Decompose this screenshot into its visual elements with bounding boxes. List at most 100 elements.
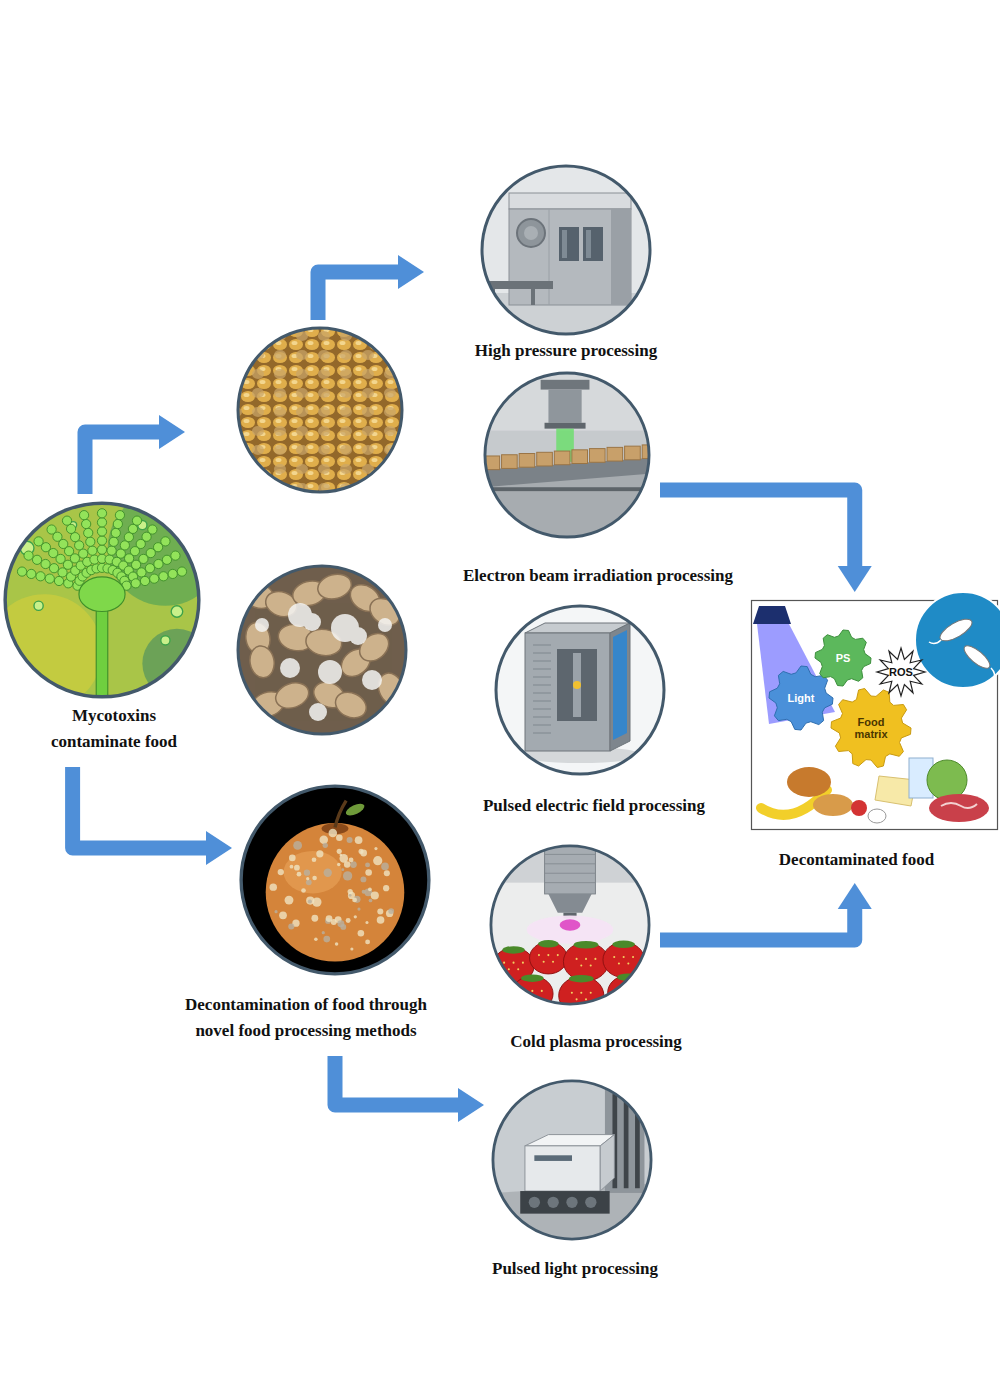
art-circle — [388, 908, 394, 914]
art-line — [533, 701, 551, 702]
node-caption: High pressure processing — [475, 338, 657, 364]
art-ellipse — [382, 692, 415, 730]
art-circle — [527, 996, 529, 998]
art-ellipse — [813, 794, 853, 816]
art-circle — [585, 998, 587, 1000]
art-circle — [524, 226, 538, 240]
art-circle — [485, 373, 649, 537]
art-ellipse — [527, 916, 614, 944]
art-circle — [308, 899, 312, 903]
art-circle — [522, 962, 524, 964]
art-path — [831, 689, 911, 768]
art-circle — [154, 559, 163, 568]
art-circle — [306, 877, 309, 880]
art-rect — [484, 487, 650, 491]
art-circle — [384, 870, 390, 876]
art-circle — [270, 883, 277, 890]
process-circle: Electron beam irradiation processing — [484, 372, 650, 591]
art-circle — [301, 888, 306, 893]
art-line — [533, 653, 551, 654]
art-circle — [566, 1197, 577, 1208]
art-g — [310, 677, 371, 722]
art-circle — [352, 898, 357, 903]
art-circle — [32, 555, 41, 564]
flow-arrow — [660, 909, 855, 940]
art-circle — [34, 601, 43, 610]
process-circle: Cold plasma processing — [490, 845, 650, 1057]
art-circle — [360, 876, 366, 882]
circle-picture — [240, 785, 430, 975]
art-circle — [289, 855, 296, 862]
picture-frame — [238, 328, 402, 492]
art-rect — [481, 165, 651, 335]
art-rect — [611, 209, 631, 305]
art-circle — [517, 219, 545, 247]
art-circle — [503, 962, 505, 964]
art-circle — [496, 606, 664, 774]
art-circle — [627, 989, 629, 991]
art-circle — [915, 592, 1000, 688]
art-circle — [344, 861, 350, 867]
art-circle — [349, 857, 354, 862]
corn-picture — [230, 320, 410, 500]
art-rect — [509, 209, 631, 305]
source-circle: Mycotoxins contaminate food — [4, 502, 200, 757]
art-circle — [241, 786, 429, 974]
art-circle — [590, 964, 592, 966]
art-rect — [624, 1094, 629, 1188]
art-circle — [336, 834, 343, 841]
art-circle — [79, 549, 88, 558]
art-g — [255, 603, 392, 721]
art-circle — [378, 618, 392, 632]
art-rect — [502, 455, 518, 469]
art-rect — [541, 380, 590, 390]
art-circle — [573, 681, 581, 689]
art-circle — [365, 862, 370, 867]
art-circle — [337, 863, 340, 866]
art-rect — [537, 452, 553, 466]
art-circle — [318, 660, 342, 684]
art-circle — [365, 869, 372, 876]
art-circle — [324, 869, 332, 877]
art-line — [545, 882, 596, 883]
art-line — [533, 717, 551, 718]
step-circle: Decontamination of food through novel fo… — [240, 785, 430, 1046]
art-circle — [349, 627, 367, 645]
art-circle — [168, 569, 177, 578]
art-circle — [108, 490, 223, 605]
art-circle — [585, 958, 587, 960]
art-circle — [304, 870, 310, 876]
art-path — [929, 640, 995, 680]
art-circle — [340, 854, 343, 857]
art-ellipse — [868, 809, 886, 823]
art-circle — [547, 954, 549, 956]
art-circle — [171, 551, 180, 560]
art-circle — [266, 823, 405, 962]
art-rect — [586, 230, 591, 258]
art-ellipse — [787, 767, 831, 797]
art-circle — [368, 887, 372, 891]
art-circle — [88, 546, 97, 555]
art-circle — [590, 992, 592, 994]
art-circle — [322, 931, 325, 934]
art-circle — [293, 841, 302, 850]
circle-picture — [4, 502, 200, 698]
art-circle — [323, 843, 328, 848]
circle-picture — [495, 605, 665, 775]
art-ellipse — [574, 941, 599, 949]
art-ellipse — [937, 615, 975, 645]
art-circle — [24, 551, 33, 560]
art-circle — [580, 992, 582, 994]
art-circle — [312, 857, 317, 862]
flow-arrow — [318, 272, 398, 320]
art-circle — [145, 564, 154, 573]
art-circle — [97, 545, 106, 554]
art-circle — [358, 930, 365, 937]
art-g — [752, 592, 1000, 830]
art-rect — [545, 423, 586, 429]
art-circle — [585, 1197, 596, 1208]
gear-label: Light — [788, 692, 815, 704]
art-g — [484, 372, 658, 538]
art-ellipse — [247, 644, 276, 680]
art-circle — [362, 670, 382, 690]
